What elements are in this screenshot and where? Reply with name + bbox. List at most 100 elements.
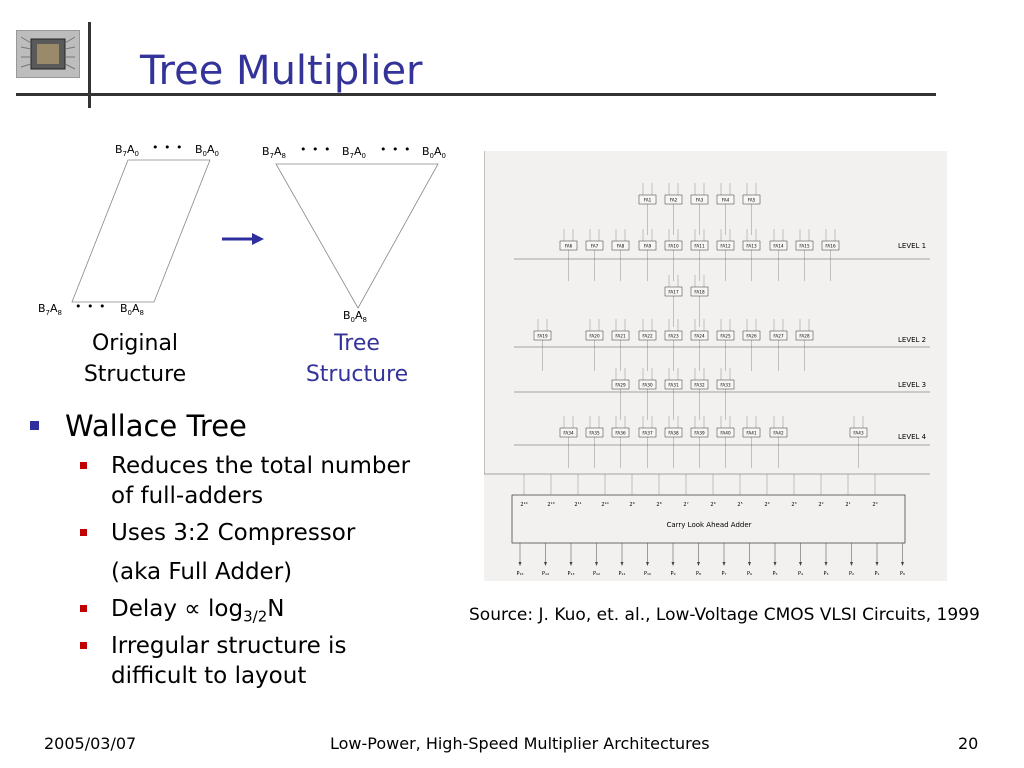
svg-text:FA2: FA2 — [670, 197, 678, 202]
svg-text:FA20: FA20 — [589, 333, 600, 338]
svg-text:FA25: FA25 — [720, 333, 731, 338]
cla-input-label: 2⁴ — [764, 502, 769, 508]
level-label: LEVEL 4 — [898, 433, 927, 441]
svg-text:FA11: FA11 — [694, 243, 705, 248]
footer-title: Low-Power, High-Speed Multiplier Archite… — [330, 734, 710, 753]
svg-text:FA38: FA38 — [668, 430, 679, 435]
svg-text:FA26: FA26 — [746, 333, 757, 338]
fa-box: FA27 — [769, 330, 788, 341]
output-label: P₇ — [721, 571, 726, 577]
footer-page-number: 20 — [958, 734, 979, 753]
fa-box: FA13 — [742, 240, 761, 251]
label-tree-b0a0: B0A0 — [422, 145, 447, 161]
svg-text:FA18: FA18 — [694, 289, 705, 294]
fa-box: FA28 — [795, 330, 814, 341]
original-structure-diagram — [71, 159, 211, 303]
fa-box: FA37 — [638, 427, 657, 438]
svg-text:FA9: FA9 — [644, 243, 652, 248]
fa-box: FA5 — [742, 194, 761, 205]
svg-text:FA23: FA23 — [668, 333, 679, 338]
fa-box: FA1 — [638, 194, 657, 205]
fa-box: FA42 — [769, 427, 788, 438]
fa-box: FA18 — [690, 286, 709, 297]
svg-text:FA13: FA13 — [746, 243, 757, 248]
label-b7a0: B7A0 — [115, 143, 140, 159]
svg-text:FA43: FA43 — [853, 430, 864, 435]
fa-box: FA24 — [690, 330, 709, 341]
svg-text:FA42: FA42 — [773, 430, 784, 435]
svg-text:FA37: FA37 — [642, 430, 653, 435]
output-label: P₁₅ — [516, 571, 523, 577]
cla-input-label: 2¹¹ — [574, 502, 581, 508]
sub-bullet-marker — [80, 605, 87, 612]
output-label: P₁₀ — [644, 571, 651, 577]
fa-box: FA6 — [559, 240, 578, 251]
slide-title: Tree Multiplier — [140, 48, 423, 94]
svg-text:FA33: FA33 — [720, 382, 731, 387]
cla-input-label: 2⁹ — [629, 502, 634, 508]
title-horizontal-rule — [16, 93, 936, 96]
fa-box: FA2 — [664, 194, 683, 205]
tree-structure-diagram — [275, 163, 439, 309]
svg-text:FA40: FA40 — [720, 430, 731, 435]
svg-text:FA31: FA31 — [668, 382, 679, 387]
fa-box: FA25 — [716, 330, 735, 341]
svg-text:FA1: FA1 — [644, 197, 652, 202]
output-label: P₉ — [670, 571, 675, 577]
svg-text:FA39: FA39 — [694, 430, 705, 435]
fa-box: FA40 — [716, 427, 735, 438]
cla-input-label: 2⁸ — [656, 502, 661, 508]
fa-box: FA21 — [611, 330, 630, 341]
dots-tree-2: • • • — [380, 143, 412, 156]
fa-box: FA14 — [769, 240, 788, 251]
output-label: P₃ — [823, 571, 828, 577]
svg-text:FA32: FA32 — [694, 382, 705, 387]
svg-text:FA14: FA14 — [773, 243, 784, 248]
svg-text:FA22: FA22 — [642, 333, 653, 338]
fa-box: FA34 — [559, 427, 578, 438]
fa-box: FA35 — [585, 427, 604, 438]
fa-box: FA31 — [664, 379, 683, 390]
cla-input-label: 2³ — [791, 502, 796, 508]
svg-text:FA30: FA30 — [642, 382, 653, 387]
svg-text:FA4: FA4 — [722, 197, 730, 202]
fa-box: FA15 — [795, 240, 814, 251]
fa-box: FA23 — [664, 330, 683, 341]
output-label: P₀ — [900, 571, 905, 577]
fa-box: FA20 — [585, 330, 604, 341]
fa-box: FA19 — [533, 330, 552, 341]
bullet-wallace-tree: Wallace Tree — [30, 408, 247, 444]
fa-box: FA9 — [638, 240, 657, 251]
original-structure-caption: Original Structure — [83, 331, 187, 387]
cla-input-label: 2⁷ — [683, 502, 688, 508]
fa-box: FA36 — [611, 427, 630, 438]
label-b0a0: B0A0 — [195, 143, 220, 159]
figure-source-citation: Source: J. Kuo, et. al., Low-Voltage CMO… — [469, 605, 980, 625]
dots-tree-1: • • • — [300, 143, 332, 156]
output-label: P₅ — [772, 571, 777, 577]
fa-box: FA38 — [664, 427, 683, 438]
fa-box: FA39 — [690, 427, 709, 438]
fa-box: FA29 — [611, 379, 630, 390]
fa-box: FA26 — [742, 330, 761, 341]
output-label: P₁ — [874, 571, 879, 577]
fa-box: FA8 — [611, 240, 630, 251]
svg-text:FA36: FA36 — [615, 430, 626, 435]
fa-box: FA11 — [690, 240, 709, 251]
cla-input-label: 2⁶ — [710, 502, 715, 508]
label-b0a8: B0A8 — [120, 302, 145, 318]
fa-box: FA7 — [585, 240, 604, 251]
svg-text:FA41: FA41 — [746, 430, 757, 435]
cla-input-label: 2¹⁰ — [601, 502, 608, 508]
svg-text:FA35: FA35 — [589, 430, 600, 435]
svg-text:FA12: FA12 — [720, 243, 731, 248]
output-label: P₈ — [696, 571, 701, 577]
fa-box: FA4 — [716, 194, 735, 205]
cla-input-label: 2¹³ — [547, 502, 554, 508]
cla-input-label: 2¹ — [845, 502, 850, 508]
output-label: P₆ — [747, 571, 752, 577]
svg-text:FA28: FA28 — [799, 333, 810, 338]
output-label: P₄ — [798, 571, 803, 577]
fa-box: FA43 — [849, 427, 868, 438]
